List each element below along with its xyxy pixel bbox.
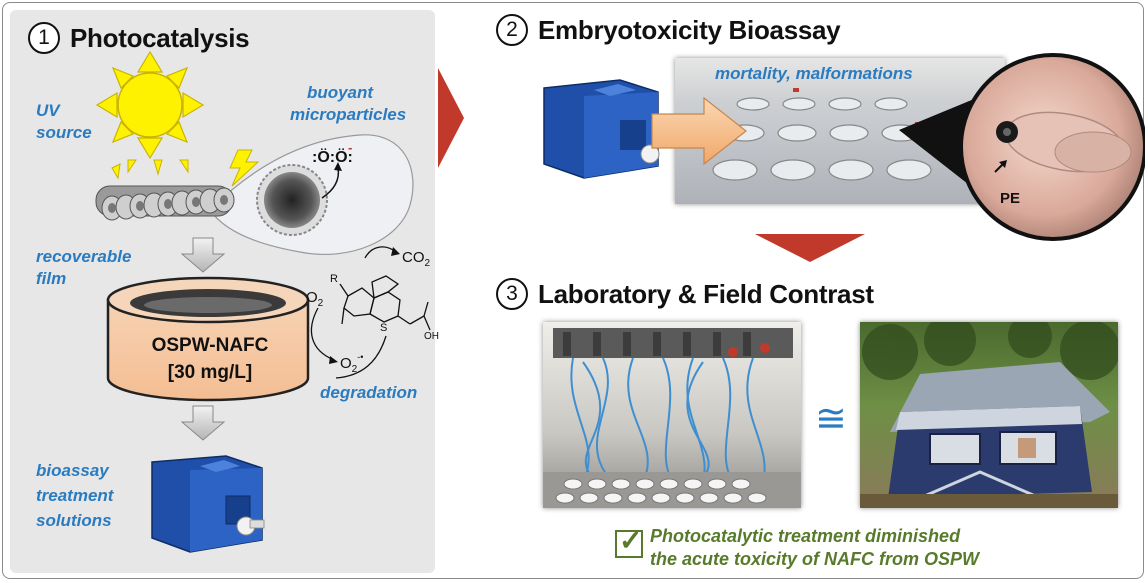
- svg-text:R: R: [330, 273, 338, 285]
- radical-arrow: [321, 167, 340, 199]
- microparticle-core: [264, 172, 320, 228]
- stage2-title: Embryotoxicity Bioassay: [538, 14, 841, 45]
- conclusion-line2: the acute toxicity of NAFC from OSPW: [650, 549, 980, 569]
- stage3-header: 3 Laboratory & Field Contrast: [496, 278, 874, 310]
- bioassay-label-line2: treatment: [36, 486, 114, 505]
- svg-text:O2-•: O2-•: [340, 352, 363, 375]
- stage1-title: Photocatalysis: [70, 22, 250, 53]
- degradation-label: degradation: [320, 383, 418, 402]
- vessel-icon: [106, 276, 310, 402]
- buoyant-label-line2: microparticles: [290, 105, 407, 124]
- bioassay-label-line1: bioassay: [36, 461, 109, 480]
- uv-label-line2: source: [36, 123, 92, 142]
- recoverable-label-line1: recoverable: [36, 247, 132, 266]
- stage1-number: 1: [28, 22, 60, 54]
- film-coils-icon: [95, 185, 235, 221]
- radical-label: :Ö:Ö:: [312, 147, 353, 166]
- stage3-title: Laboratory & Field Contrast: [538, 278, 874, 309]
- stage2-number: 2: [496, 14, 528, 46]
- uv-ray-icons: [111, 159, 189, 180]
- recoverable-label: recoverable film: [36, 246, 131, 290]
- vessel-line1: OSPW-NAFC: [152, 335, 269, 356]
- vessel-line2: [30 mg/L]: [168, 362, 252, 383]
- stage3-number: 3: [496, 278, 528, 310]
- bioassay-label-line3: solutions: [36, 511, 112, 530]
- laboratory-photo: [543, 322, 801, 508]
- svg-text:S: S: [380, 322, 387, 334]
- radical-charge: -: [348, 140, 352, 155]
- photocatalysis-graphics: :Ö:Ö: - OSPW-NAFC: [95, 50, 439, 553]
- embryo-zoom: [899, 53, 1145, 241]
- check-mark-icon: ✓: [619, 525, 643, 556]
- pe-label: PE: [1000, 190, 1021, 207]
- conclusion-text: Photocatalytic treatment diminished the …: [650, 525, 979, 571]
- svg-text:O2: O2: [306, 289, 324, 309]
- uv-label-line1: UV: [36, 101, 60, 120]
- uv-source-label: UV source: [36, 100, 92, 144]
- recoverable-label-line2: film: [36, 269, 67, 288]
- sun-icon: [95, 50, 205, 160]
- svg-text:OH: OH: [424, 331, 439, 342]
- lightning-icon: [229, 149, 260, 187]
- conclusion-line1: Photocatalytic treatment diminished: [650, 526, 961, 546]
- buoyant-label: buoyant microparticles: [290, 82, 407, 126]
- water-jug-icon-2: [543, 79, 660, 179]
- approx-symbol: ≅: [815, 398, 847, 440]
- stage1-header: 1 Photocatalysis: [28, 22, 250, 54]
- down-arrow-icon: [180, 237, 226, 273]
- stage2-header: 2 Embryotoxicity Bioassay: [496, 14, 841, 46]
- down-arrow-icon-2: [180, 405, 226, 441]
- orange-right-arrow-icon: [651, 96, 747, 166]
- mortality-label: mortality, malformations: [715, 64, 913, 83]
- red-right-arrow-icon: [438, 68, 464, 168]
- chemistry-scheme: O2 O2-• CO2 R S OH: [306, 246, 439, 379]
- buoyant-label-line1: buoyant: [306, 83, 374, 102]
- field-tent-photo: [860, 322, 1118, 508]
- svg-text:CO2: CO2: [402, 249, 431, 269]
- checkbox-icon: ✓: [615, 525, 643, 558]
- bioassay-label: bioassay treatment solutions: [36, 458, 113, 533]
- red-down-arrow-icon: [755, 234, 865, 262]
- water-jug-icon: [151, 455, 265, 553]
